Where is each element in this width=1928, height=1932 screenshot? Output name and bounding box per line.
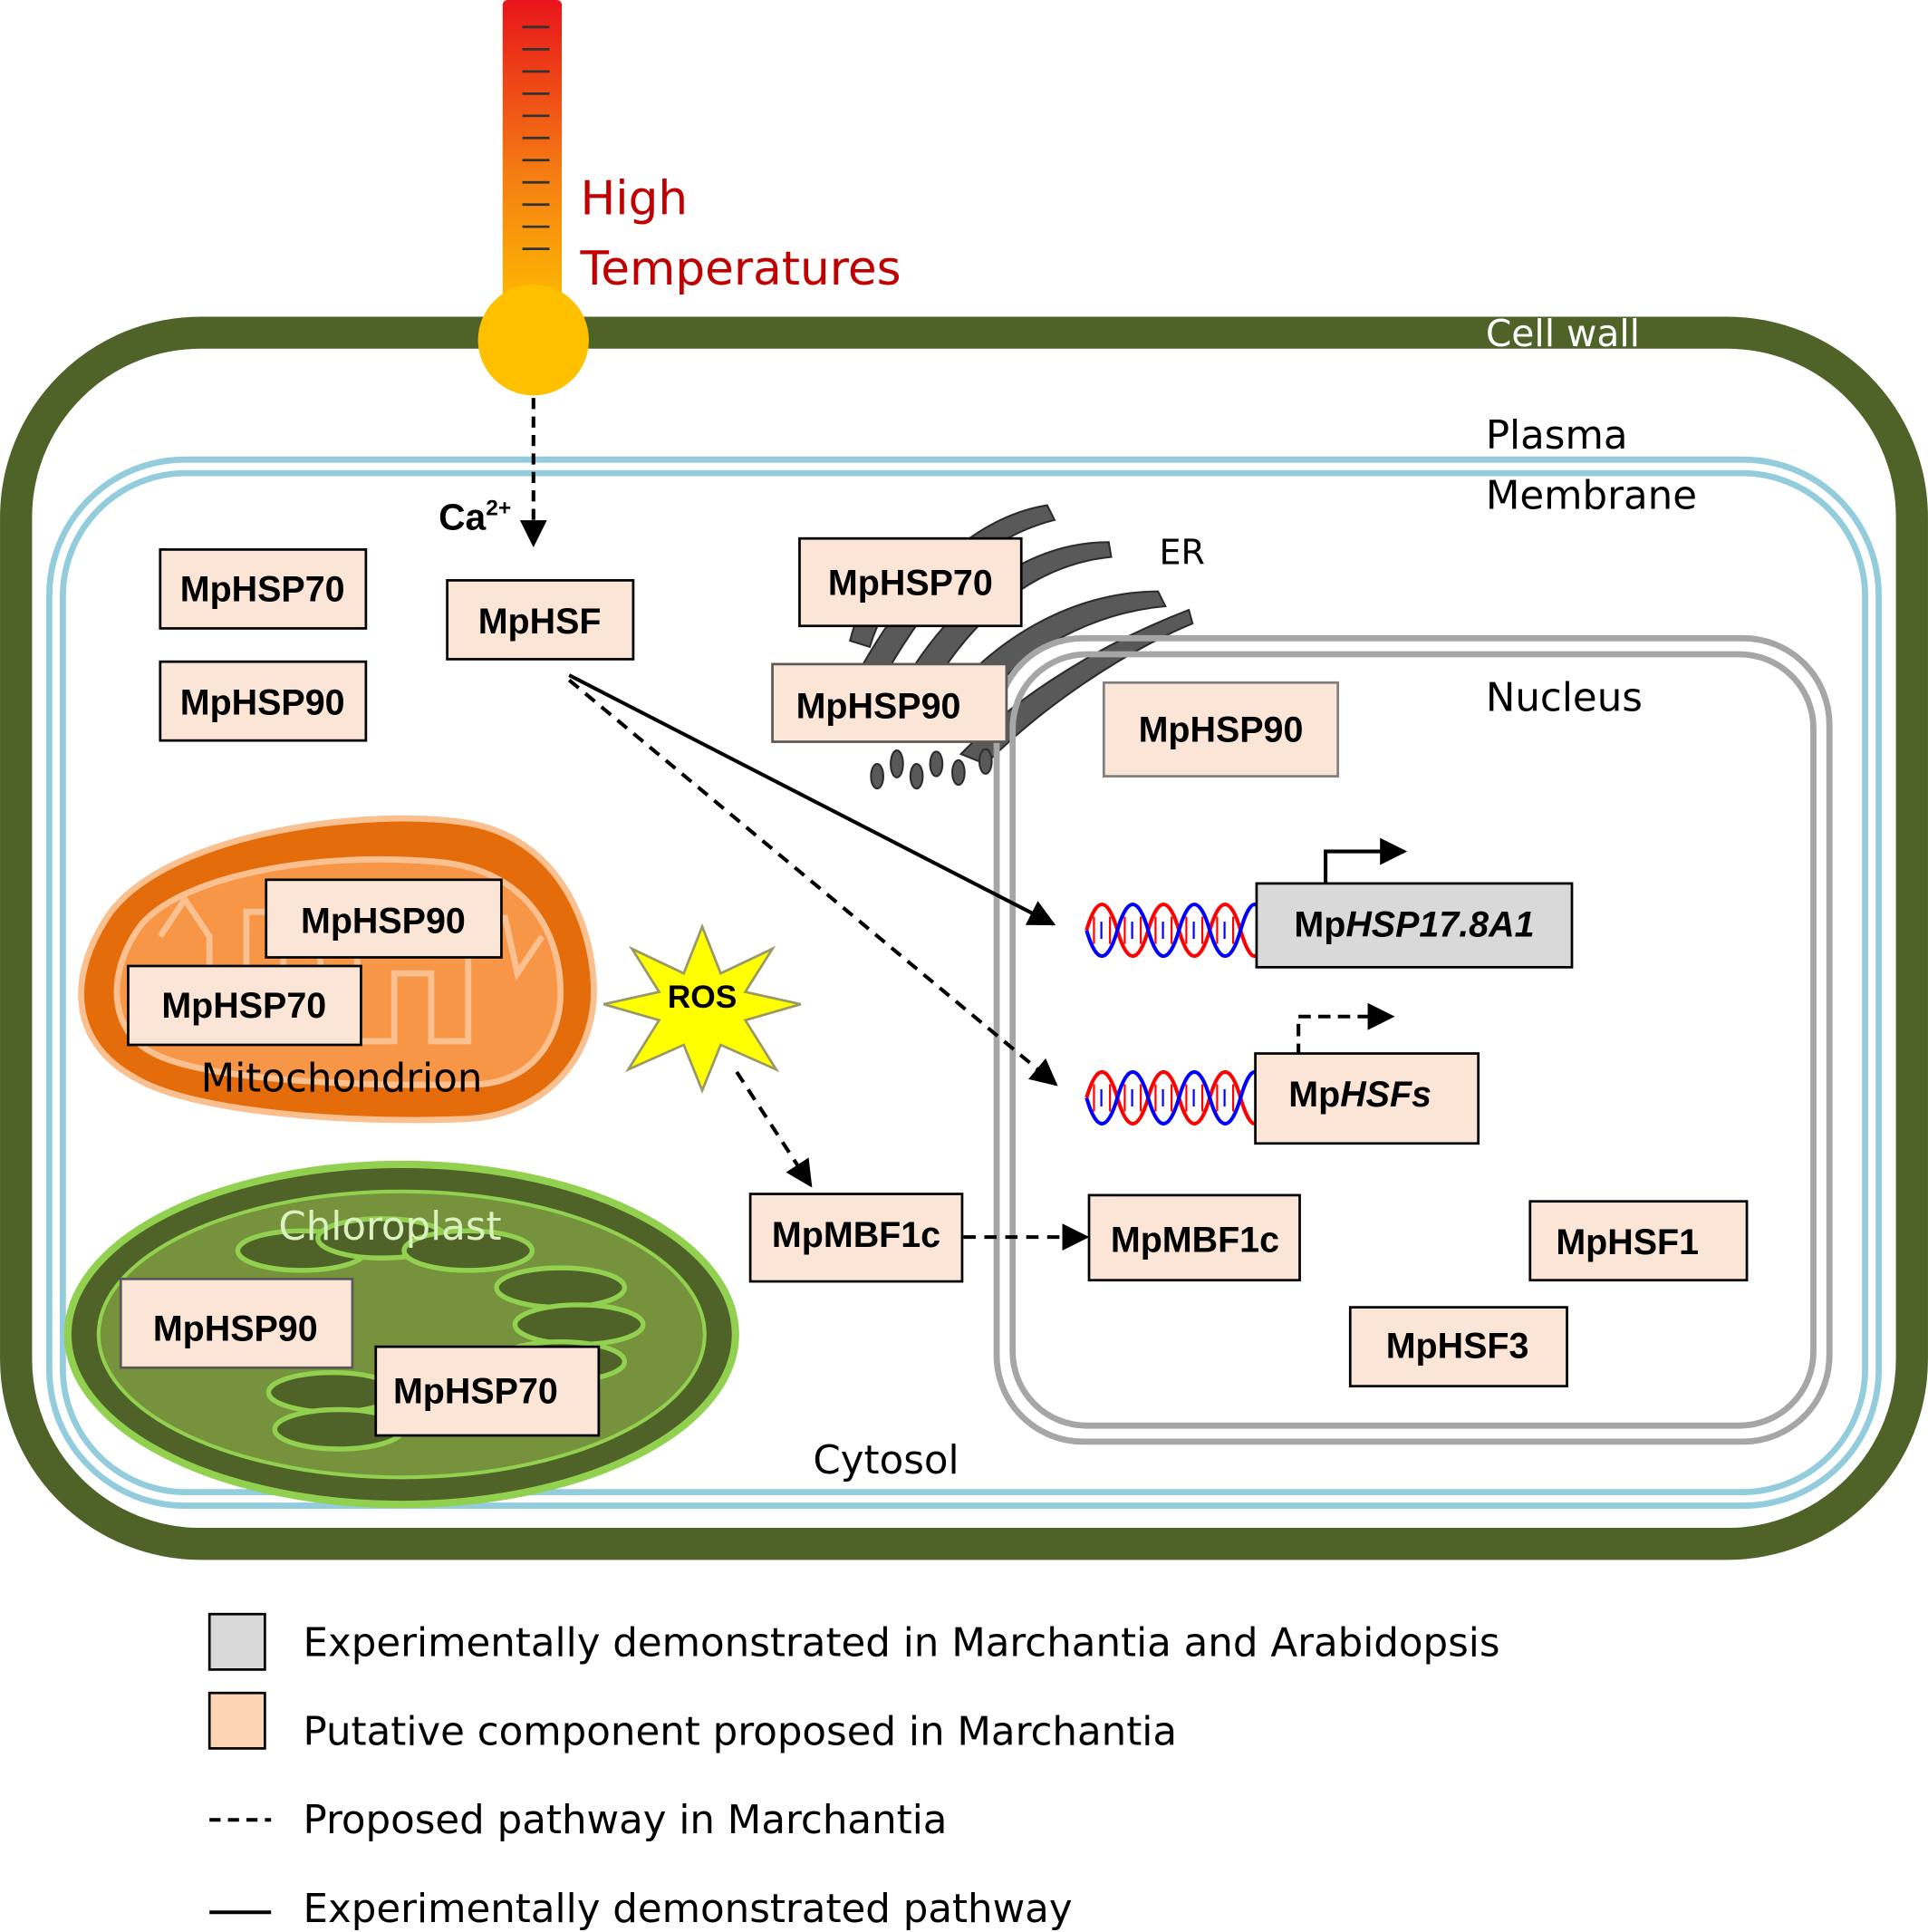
hsfs-gene-box: MpHSFs [1254,1052,1480,1145]
chloro-hsp70-box: MpHSP70 [374,1345,601,1437]
thermometer-icon [477,0,589,396]
chloro-hsp90-box: MpHSP90 [119,1278,354,1369]
legend-solid-label: Experimentally demonstrated pathway [304,1887,1073,1932]
ros-burst [602,923,802,1094]
svg-text:MpMBF1c: MpMBF1c [772,1215,940,1255]
svg-text:MpHSP90: MpHSP90 [301,901,466,941]
svg-text:MpHSP70: MpHSP70 [161,986,326,1026]
mbf1c-cytosol-box: MpMBF1c [748,1193,964,1283]
svg-text:MpMBF1c: MpMBF1c [1111,1220,1279,1260]
svg-text:MpHSF: MpHSF [478,602,602,642]
nucleus-hsp90-box: MpHSP90 [1102,681,1340,778]
legend: Experimentally demonstrated in Marchanti… [207,1612,1500,1932]
ros-label: ROS [668,980,737,1015]
ros-to-mbf1c-arrow [735,1070,813,1188]
er-hsp90-box: MpHSP90 [771,662,1008,743]
chloroplast-label: Chloroplast [278,1204,501,1250]
heat-label-line2: Temperatures [579,242,901,296]
nucleus-label: Nucleus [1486,676,1643,721]
svg-text:MpHSFs: MpHSFs [1288,1075,1432,1115]
hsp17-transcription-arrow [1324,837,1408,884]
hsfs-transcription-arrow [1297,1002,1395,1057]
svg-text:MpHSP90: MpHSP90 [153,1309,318,1348]
legend-peach-swatch [207,1691,266,1750]
hsf1-box: MpHSF1 [1528,1200,1749,1282]
nucleus-envelope [993,634,1833,1445]
mito-hsp90-box: MpHSP90 [265,878,503,959]
er-label: ER [1160,533,1206,573]
hsp17-gene-box: MpHSP17.8A1 [1255,882,1574,969]
legend-dashed-label: Proposed pathway in Marchantia [304,1798,948,1843]
legend-gray-swatch [207,1612,266,1671]
plasma-membrane [46,456,1882,1509]
svg-text:MpHSP70: MpHSP70 [180,570,345,610]
hsf3-box: MpHSF3 [1348,1306,1568,1388]
heat-label-line1: High [580,172,688,227]
cytosol-hsp70-box: MpHSP70 [159,548,368,630]
cytosol-hsp90-box: MpHSP90 [159,660,368,742]
hsf-to-hsp17-arrow [568,673,1056,926]
svg-text:MpHSP70: MpHSP70 [393,1372,558,1412]
hsf-box: MpHSF [446,579,635,661]
mitochondrion-label: Mitochondrion [201,1057,483,1102]
er-hsp70-box: MpHSP70 [798,536,1023,628]
svg-text:MpHSF3: MpHSF3 [1386,1326,1529,1366]
legend-peach-label: Putative component proposed in Marchanti… [304,1709,1178,1754]
svg-text:MpHSP90: MpHSP90 [1139,710,1304,750]
cell-wall-label: Cell wall [1486,312,1640,355]
mbf1c-nucleus-box: MpMBF1c [1087,1193,1301,1282]
svg-text:MpHSP17.8A1: MpHSP17.8A1 [1294,904,1534,944]
mito-hsp70-box: MpHSP70 [127,964,362,1047]
svg-text:MpHSP90: MpHSP90 [180,683,345,723]
cytosol-label: Cytosol [813,1438,959,1483]
legend-gray-label: Experimentally demonstrated in Marchanti… [304,1620,1500,1666]
svg-text:MpHSP90: MpHSP90 [796,687,961,727]
calcium-label: Ca2+ [439,496,511,537]
svg-text:MpHSP70: MpHSP70 [828,564,993,604]
hsf-to-hsfs-arrow [567,678,1058,1087]
plasma-membrane-label-line2: Membrane [1486,474,1697,519]
plasma-membrane-label-line1: Plasma [1486,413,1628,459]
svg-text:MpHSF1: MpHSF1 [1556,1222,1699,1262]
